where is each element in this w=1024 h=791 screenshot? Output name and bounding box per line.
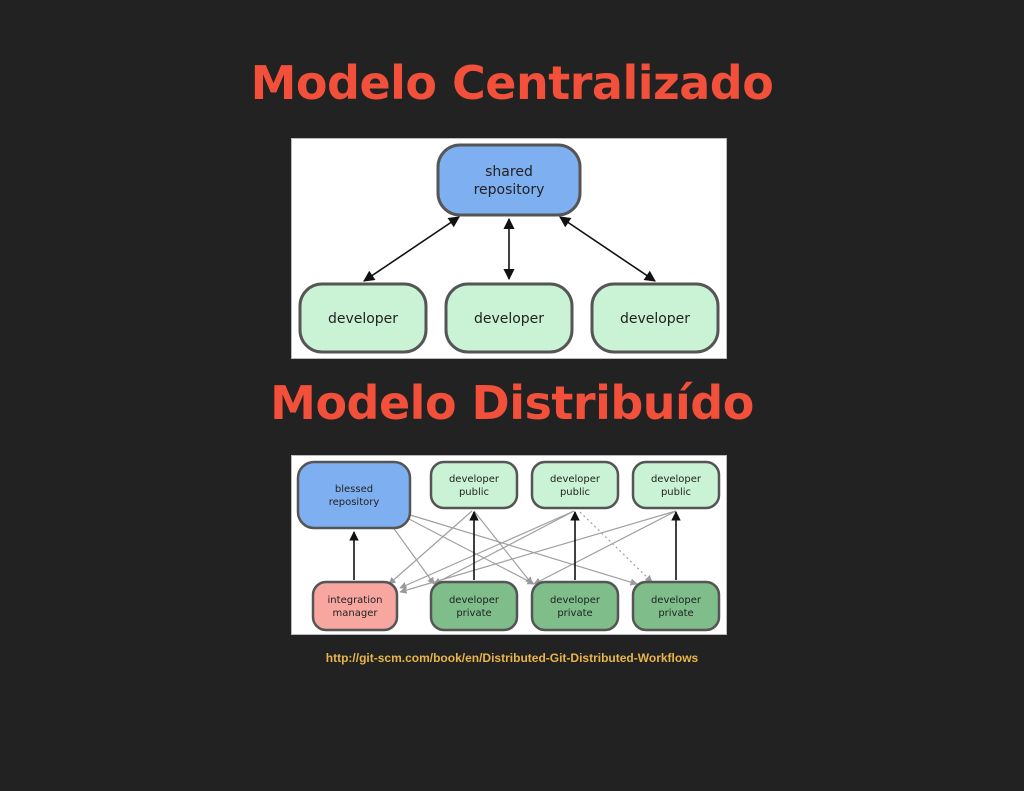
- integration-label-2: manager: [333, 608, 379, 619]
- developer-public-node: developer public: [530, 460, 620, 510]
- arrow-shared-dev3: [559, 216, 656, 282]
- developer-public-node: developer public: [429, 460, 519, 510]
- developer-private-node: developer private: [530, 580, 620, 632]
- blessed-repository-node: blessed repository: [296, 460, 412, 530]
- developer-node: developer: [298, 282, 428, 354]
- developer-public-label-2: public: [459, 487, 489, 498]
- shared-repository-label-2: repository: [474, 182, 545, 198]
- developer-public-label-2: public: [661, 487, 691, 498]
- developer-private-label-1: developer: [449, 595, 500, 606]
- developer-private-label-1: developer: [651, 595, 702, 606]
- developer-private-label-2: private: [557, 608, 592, 619]
- developer-node: developer: [590, 282, 720, 354]
- arrow-shared-dev1: [363, 216, 460, 282]
- source-link[interactable]: http://git-scm.com/book/en/Distributed-G…: [325, 651, 699, 665]
- developer-label: developer: [328, 311, 398, 327]
- title-centralized-model: Modelo Centralizado: [250, 56, 774, 110]
- developer-public-label-1: developer: [449, 474, 500, 485]
- integration-label-1: integration: [328, 595, 383, 606]
- developer-private-label-2: private: [456, 608, 491, 619]
- developer-label: developer: [620, 311, 690, 327]
- integration-manager-node: integration manager: [311, 580, 399, 632]
- blessed-label-1: blessed: [335, 484, 373, 495]
- title-distributed-model: Modelo Distribuído: [270, 376, 754, 430]
- developer-private-label-2: private: [658, 608, 693, 619]
- centralized-diagram: shared repository developer developer de…: [291, 138, 727, 359]
- shared-repository-label-1: shared: [485, 164, 533, 180]
- pull-arrows: [388, 510, 677, 594]
- distributed-diagram: blessed repository developer public deve…: [291, 455, 727, 635]
- developer-public-node: developer public: [631, 460, 721, 510]
- developer-node: developer: [444, 282, 574, 354]
- push-arrows: [349, 511, 681, 580]
- developer-public-label-2: public: [560, 487, 590, 498]
- developer-private-node: developer private: [631, 580, 721, 632]
- developer-private-node: developer private: [429, 580, 519, 632]
- blessed-label-2: repository: [329, 497, 380, 508]
- developer-public-label-1: developer: [550, 474, 601, 485]
- developer-public-label-1: developer: [651, 474, 702, 485]
- developer-label: developer: [474, 311, 544, 327]
- shared-repository-node: shared repository: [436, 143, 582, 217]
- developer-private-label-1: developer: [550, 595, 601, 606]
